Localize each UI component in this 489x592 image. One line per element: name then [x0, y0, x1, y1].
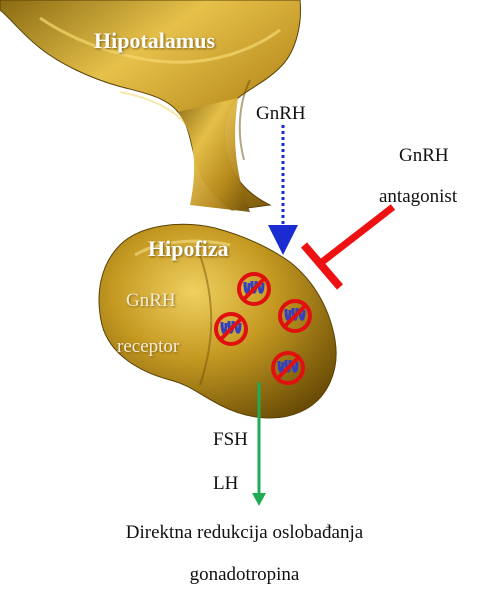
gnrh-label: GnRH	[256, 104, 306, 123]
antagonist-label-line2: antagonist	[379, 187, 457, 206]
caption-line2: gonadotropina	[0, 565, 489, 584]
receptor-label-line2: receptor	[117, 337, 179, 356]
caption-line1: Direktna redukcija oslobađanja	[0, 523, 489, 542]
pituitary-stalk	[178, 98, 250, 212]
lh-label: LH	[213, 474, 238, 493]
antagonist-block-symbol	[304, 207, 393, 287]
hypothalamus-label: Hipotalamus	[94, 30, 215, 52]
pituitary-label: Hipofiza	[148, 238, 229, 260]
fsh-label: FSH	[213, 430, 248, 449]
receptor-label-line1: GnRH	[126, 291, 176, 310]
antagonist-label-line1: GnRH	[399, 146, 449, 165]
